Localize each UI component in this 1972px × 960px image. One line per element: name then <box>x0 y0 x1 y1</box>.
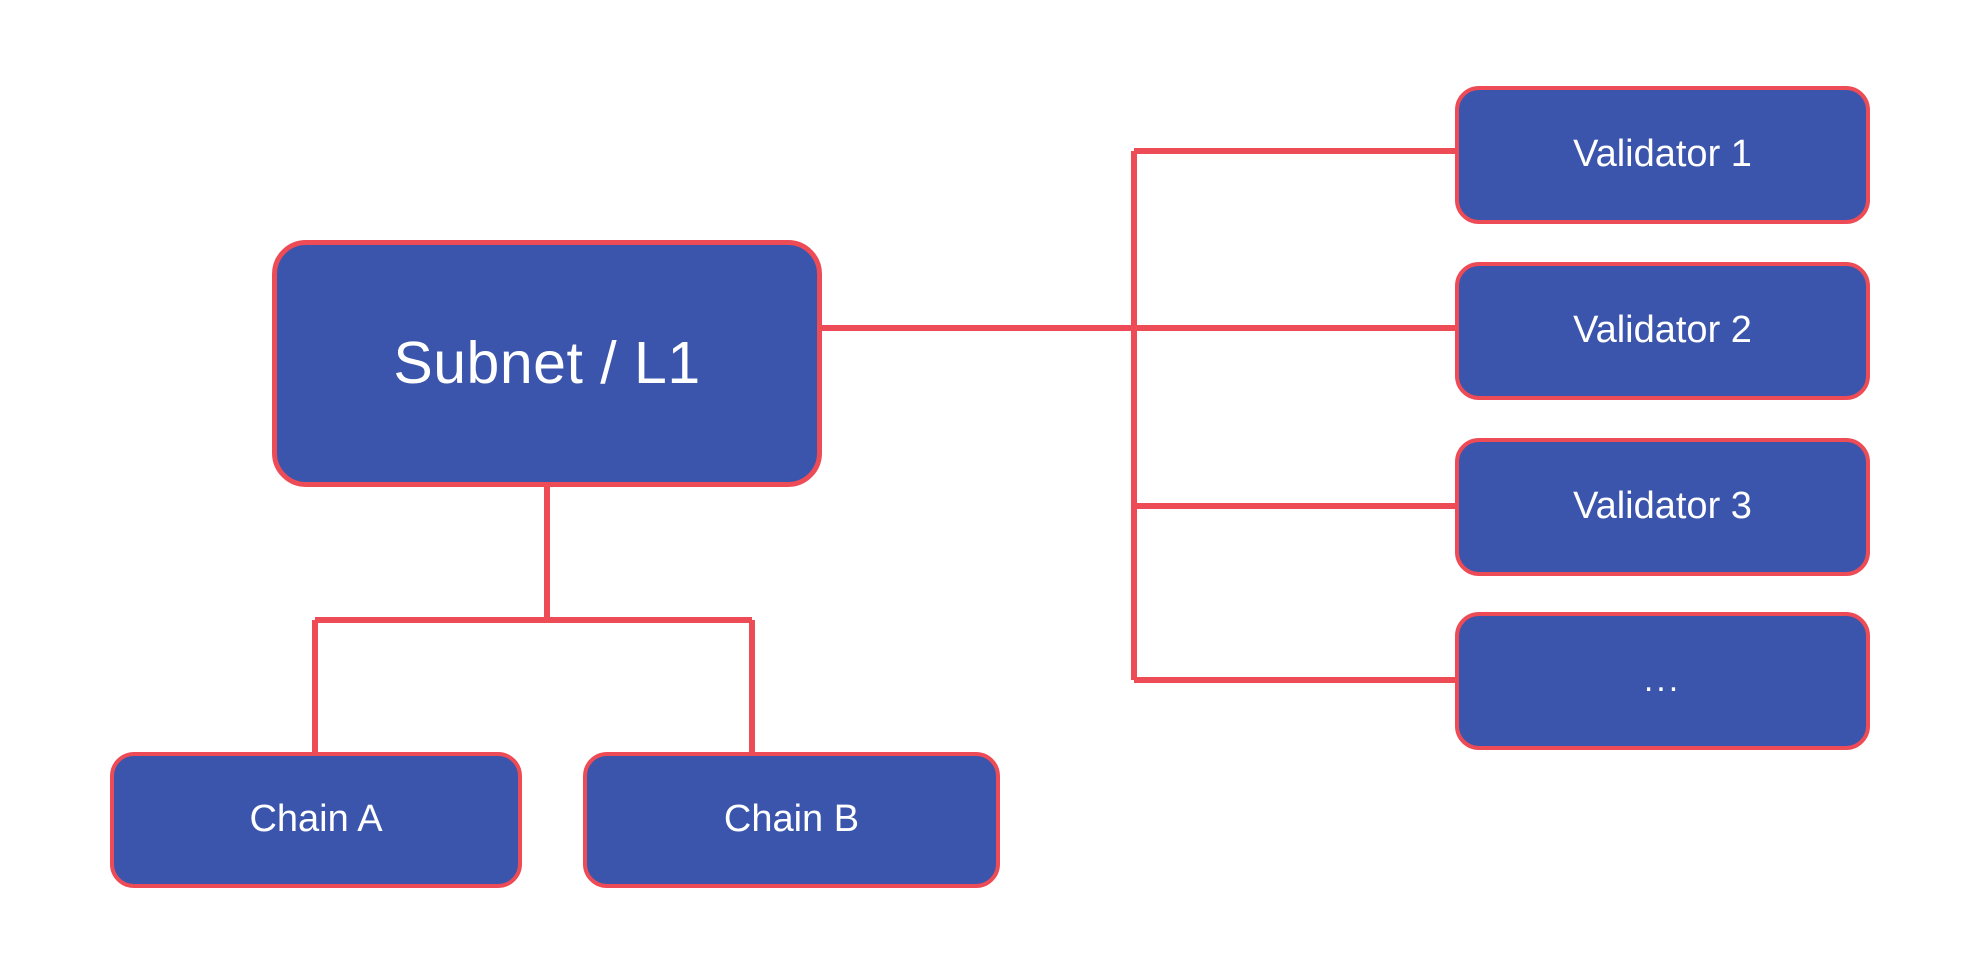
node-validator-more[interactable]: ... <box>1455 612 1870 750</box>
node-chain-b[interactable]: Chain B <box>583 752 1000 888</box>
node-validator-2-label: Validator 2 <box>1573 309 1752 352</box>
node-chain-a[interactable]: Chain A <box>110 752 522 888</box>
node-validator-more-label: ... <box>1643 661 1682 700</box>
node-validator-3-label: Validator 3 <box>1573 485 1752 528</box>
node-chain-b-label: Chain B <box>723 798 860 841</box>
node-subnet-l1[interactable]: Subnet / L1 <box>272 240 822 487</box>
node-validator-3[interactable]: Validator 3 <box>1455 438 1870 576</box>
node-chain-a-label: Chain A <box>249 798 383 841</box>
node-validator-1-label: Validator 1 <box>1573 133 1752 176</box>
node-validator-2[interactable]: Validator 2 <box>1455 262 1870 400</box>
node-validator-1[interactable]: Validator 1 <box>1455 86 1870 224</box>
node-subnet-l1-label: Subnet / L1 <box>393 330 701 397</box>
